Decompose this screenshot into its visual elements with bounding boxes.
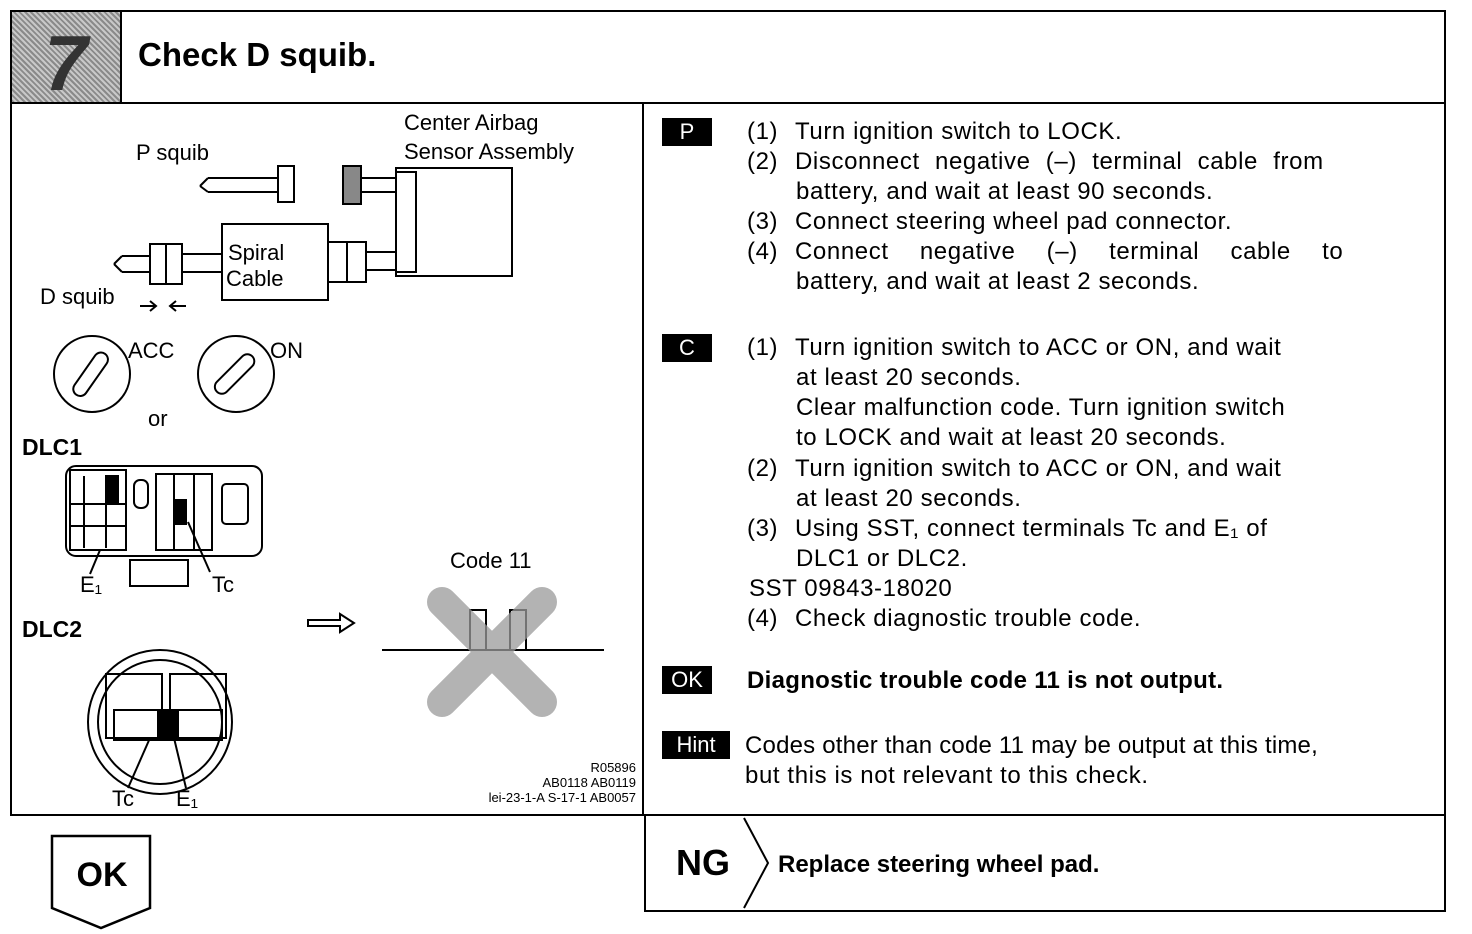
p-squib-label: P squib <box>136 140 209 165</box>
on-label: ON <box>270 338 303 363</box>
dlc1-tc-label: Tc <box>212 572 234 597</box>
c-step-2: (2)Turn ignition switch to ACC or ON, an… <box>747 455 1282 482</box>
p-squib-connector <box>277 165 295 203</box>
c-step-3-line2: DLC1 or DLC2. <box>796 545 968 572</box>
tag-ok: OK <box>662 666 712 694</box>
ok-result-text: Diagnostic trouble code 11 is not output… <box>747 667 1224 694</box>
dlc2-e1-label: E₁ <box>176 786 199 811</box>
center-airbag-label-1: Center Airbag <box>404 110 539 135</box>
cross-stroke-2 <box>427 587 557 717</box>
ng-chevron <box>743 817 770 909</box>
c-step-4: (4)Check diagnostic trouble code. <box>747 605 1142 632</box>
page-title: Check D squib. <box>138 36 377 73</box>
p-step-4-cont: battery, and wait at least 2 seconds. <box>796 268 1200 295</box>
ok-button[interactable] <box>50 834 154 930</box>
sensor-assembly-box <box>395 167 513 277</box>
ng-text: Replace steering wheel pad. <box>778 851 1100 878</box>
p-step-4: (4)Connect negative (–) terminal cable t… <box>747 238 1344 265</box>
tag-c: C <box>662 334 712 362</box>
ok-button-label: OK <box>76 856 128 894</box>
dlc2-connector <box>87 649 233 795</box>
or-label: or <box>148 406 168 431</box>
hint-line-2: but this is not relevant to this check. <box>745 762 1149 789</box>
p-step-1: (1)Turn ignition switch to LOCK. <box>747 118 1123 145</box>
dlc1-connector <box>65 465 263 557</box>
c-step-1-line3: Clear malfunction code. Turn ignition sw… <box>796 394 1286 421</box>
acc-switch-circle <box>53 335 131 413</box>
hint-line-1: Codes other than code 11 may be output a… <box>745 732 1318 759</box>
acc-label: ACC <box>128 338 175 363</box>
hatched-connector <box>342 165 362 205</box>
tag-p: P <box>662 118 712 146</box>
c-step-1-line4: to LOCK and wait at least 20 seconds. <box>796 424 1227 451</box>
figure-references: R05896 AB0118 AB0119 lei-23-1-A S-17-1 A… <box>488 760 636 805</box>
dlc2-tc-label: Tc <box>112 786 134 811</box>
dlc2-label: DLC2 <box>22 616 83 642</box>
c-step-1-line2: at least 20 seconds. <box>796 364 1022 391</box>
on-switch-circle <box>197 335 275 413</box>
dlc1-label: DLC1 <box>22 434 83 460</box>
ng-label: NG <box>676 842 730 883</box>
tag-hint: Hint <box>662 731 730 759</box>
step-number: 7 <box>44 19 88 107</box>
spiral-label-1: Spiral <box>228 240 285 265</box>
p-step-3: (3)Connect steering wheel pad connector. <box>747 208 1233 235</box>
sst-number: SST 09843-18020 <box>749 575 953 602</box>
code11-label: Code 11 <box>450 548 532 573</box>
sensor-connector <box>395 171 417 273</box>
p-step-2: (2)Disconnect negative (–) terminal cabl… <box>747 148 1324 175</box>
dlc1-e1-label: E₁ <box>80 572 103 597</box>
p-step-2-cont: battery, and wait at least 90 seconds. <box>796 178 1214 205</box>
center-airbag-label-2: Sensor Assembly <box>404 139 574 164</box>
wiring-diagram <box>53 165 604 795</box>
c-step-3: (3)Using SST, connect terminals Tc and E… <box>747 515 1268 542</box>
step-number-badge: 7 <box>12 12 122 107</box>
d-squib-label: D squib <box>40 284 115 309</box>
ng-box <box>644 814 1446 912</box>
c-step-2-line2: at least 20 seconds. <box>796 485 1022 512</box>
c-step-1: (1)Turn ignition switch to ACC or ON, an… <box>747 334 1282 361</box>
spiral-label-2: Cable <box>226 266 284 291</box>
hollow-arrow <box>307 612 356 634</box>
